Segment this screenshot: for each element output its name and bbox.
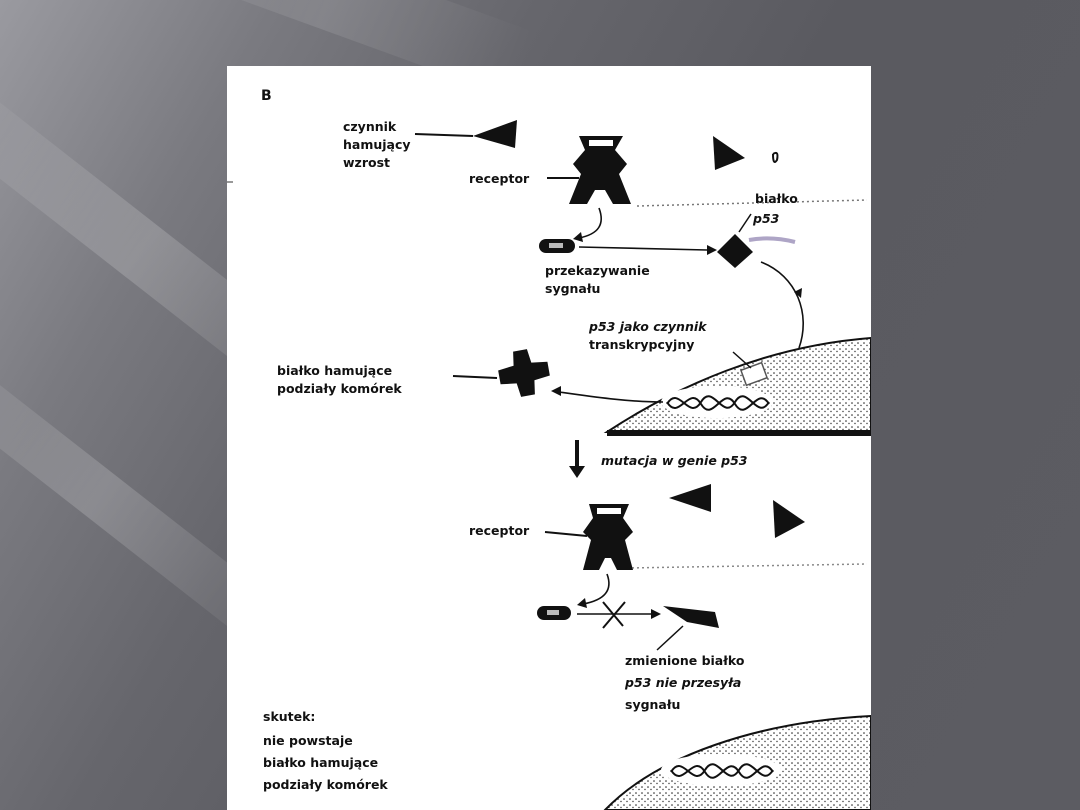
cell-membrane-top: [636, 199, 868, 207]
signal-arrow-down-bottom: [582, 573, 610, 605]
p53-binding-box: [739, 361, 769, 387]
label-p53-protein-line2: p53: [753, 211, 780, 226]
label-p53-protein-line1: białko: [755, 191, 798, 206]
nucleus-edge: [607, 430, 871, 436]
p53-pathway-diagram: B czynnik hamujący wzrost receptor białk…: [227, 66, 871, 810]
factor-pointer-line: [414, 133, 474, 137]
p53-protein-diamond: [717, 234, 753, 268]
free-factor-triangle-bottom-2: [773, 500, 805, 538]
receptor-bottom-shape: [583, 504, 633, 570]
label-inhibitor-line2: podziały komórek: [277, 381, 402, 396]
arrowhead: [573, 232, 583, 242]
label-mutation: mutacja w genie p53: [601, 453, 748, 468]
mutated-p53-shape: [663, 606, 719, 628]
panel-letter: B: [261, 88, 272, 104]
arrow-nucleus-to-inhibitor: [558, 391, 664, 403]
label-result-line1: skutek:: [263, 709, 316, 724]
label-signal-line1: przekazywanie: [545, 263, 650, 278]
label-factor-line3: wzrost: [343, 155, 390, 170]
free-factor-triangle: [713, 136, 745, 170]
mutation-arrowhead: [569, 466, 585, 478]
tf-pointer-line: [732, 351, 752, 369]
label-signal-line2: sygnału: [545, 281, 601, 296]
label-receptor-top: receptor: [469, 171, 530, 186]
arrowhead: [551, 386, 561, 396]
label-p53-tf-line1: p53 jako czynnik: [589, 319, 707, 334]
arrowhead: [651, 609, 661, 619]
signal-transfer-arrow: [578, 246, 708, 251]
free-factor-triangle-bottom-1: [669, 484, 711, 512]
signal-arrow-down: [578, 207, 603, 239]
mutated-p53-pointer-line: [656, 625, 684, 651]
label-result-line4: podziały komórek: [263, 777, 388, 792]
label-receptor-bottom: receptor: [469, 523, 530, 538]
arrowhead: [707, 245, 717, 255]
inhibitor-protein-cross: [498, 349, 550, 397]
label-factor-line1: czynnik: [343, 119, 397, 134]
label-changed-line2: p53 nie przesyła: [625, 675, 742, 690]
label-inhibitor-line1: białko hamujące: [277, 363, 393, 378]
p53-highlight-mark: [748, 236, 796, 244]
block-cross-icon: [602, 601, 626, 629]
label-changed-line1: zmienione białko: [625, 653, 745, 668]
arrowhead: [794, 288, 802, 298]
cell-membrane-bottom: [626, 563, 868, 569]
label-changed-line3: sygnału: [625, 697, 681, 712]
label-result-line2: nie powstaje: [263, 733, 353, 748]
diagram-graphics: [227, 120, 871, 810]
receptor-top-shape: [569, 136, 631, 204]
receptor-bottom-pointer-line: [544, 531, 588, 537]
growth-inhibitor-triangle: [473, 120, 517, 148]
p53-pointer-line: [738, 213, 752, 233]
inhibitor-pointer-line: [452, 375, 498, 379]
arrowhead: [577, 598, 587, 608]
arrow-to-nucleus: [760, 261, 804, 349]
label-factor-line2: hamujący: [343, 137, 411, 152]
label-result-line3: białko hamujące: [263, 755, 379, 770]
small-mark: [772, 151, 779, 163]
label-p53-tf-line2: transkrypcyjny: [589, 337, 695, 352]
